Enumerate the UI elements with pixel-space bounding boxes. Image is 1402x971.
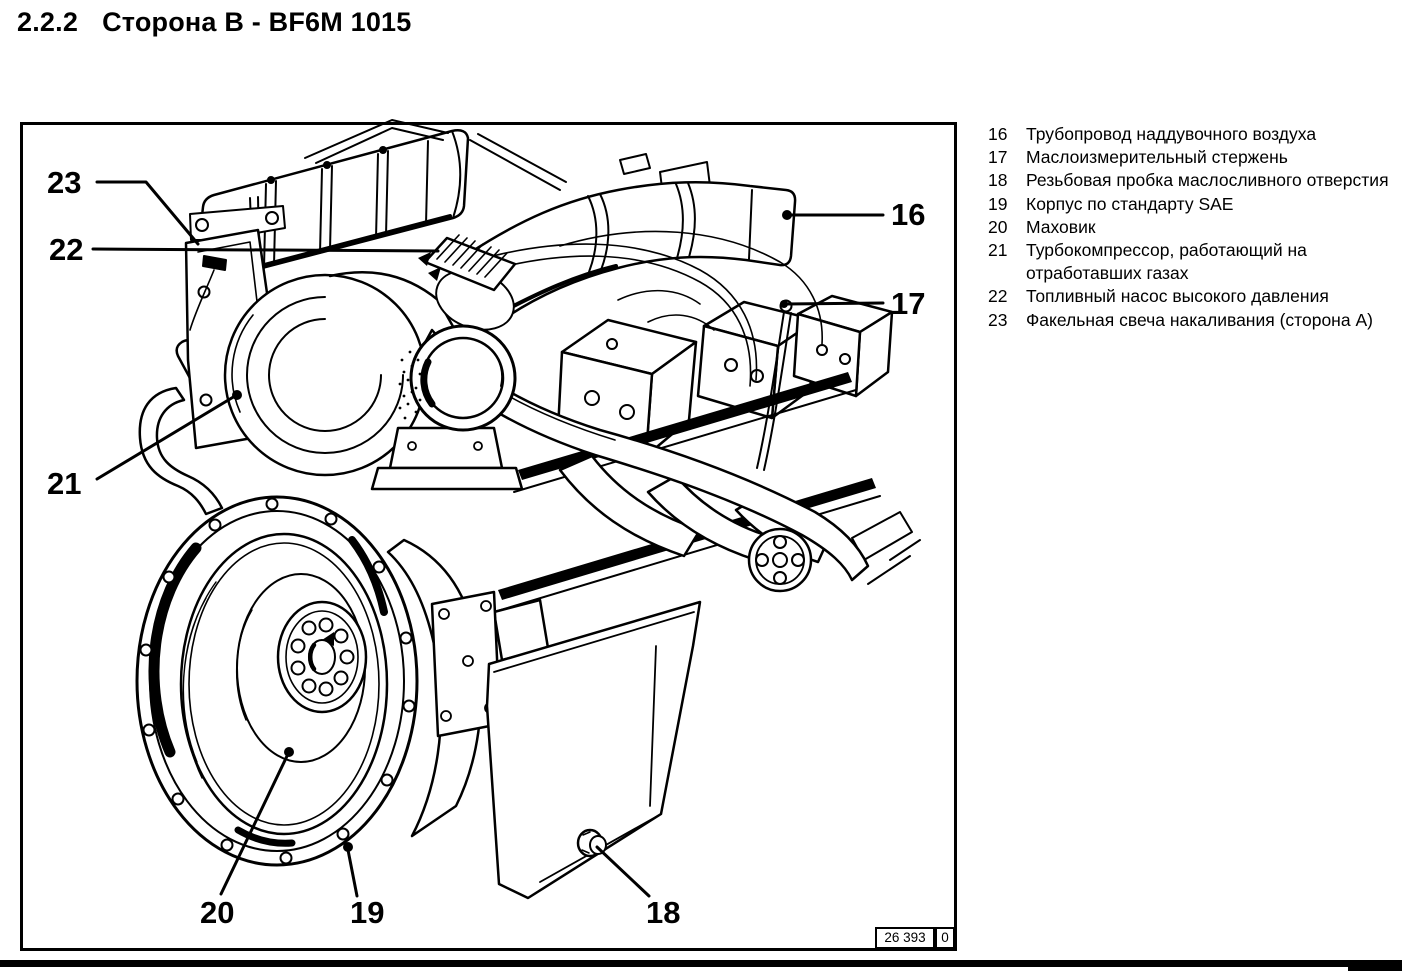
legend-item: 18 Резьбовая пробка маслосливного отверс… — [988, 169, 1392, 192]
legend-item-number: 17 — [988, 147, 1008, 168]
legend-item-number: 20 — [988, 216, 1008, 237]
page-title: 2.2.2 Сторона B - BF6M 1015 — [17, 7, 412, 38]
section-number: 2.2.2 — [17, 7, 79, 37]
legend-item-text: Маховик — [1026, 216, 1096, 237]
drawing-number-box: 26 393 — [875, 927, 935, 949]
page-edge-bar-corner — [1348, 960, 1402, 971]
callout-21: 21 — [47, 466, 82, 501]
callout-23: 23 — [47, 165, 82, 200]
legend-item: 20 Маховик — [988, 216, 1392, 239]
legend-item: 17 Маслоизмерительный стержень — [988, 146, 1392, 169]
callout-19: 19 — [350, 895, 385, 930]
parts-legend: 16 Трубопровод наддувочного воздуха 17 М… — [988, 123, 1392, 332]
callout-16: 16 — [891, 197, 926, 232]
legend-item-number: 23 — [988, 309, 1008, 330]
section-title: Сторона B - BF6M 1015 — [102, 7, 412, 37]
legend-item-text: Трубопровод наддувочного воздуха — [1026, 124, 1317, 144]
legend-item-number: 22 — [988, 286, 1008, 307]
legend-item: 19 Корпус по стандарту SAE — [988, 193, 1392, 216]
legend-item-number: 21 — [988, 240, 1008, 261]
legend-item-text: Топливный насос высокого давления — [1026, 286, 1329, 307]
legend-item: 21 Турбокомпрессор, работающий на отрабо… — [988, 239, 1392, 285]
callout-22: 22 — [49, 232, 84, 267]
legend-item-text: Корпус по стандарту SAE — [1026, 193, 1234, 214]
legend-item-text: Резьбовая пробка маслосливного отверстия — [1026, 170, 1389, 191]
figure-frame — [20, 122, 957, 951]
legend-item-number: 18 — [988, 170, 1008, 191]
legend-item-text: Турбокомпрессор, работающий на отработав… — [1026, 240, 1307, 284]
legend-item-number: 16 — [988, 124, 1008, 144]
legend-item: 22 Топливный насос высокого давления — [988, 285, 1392, 308]
legend-item: 23 Факельная свеча накаливания (сторона … — [988, 309, 1392, 332]
legend-item-text: Факельная свеча накаливания (сторона A) — [1026, 309, 1373, 330]
callout-18: 18 — [646, 895, 681, 930]
callout-20: 20 — [200, 895, 235, 930]
legend-item: 16 Трубопровод наддувочного воздуха — [988, 123, 1392, 146]
page-edge-bar — [0, 960, 1402, 967]
legend-item-text: Маслоизмерительный стержень — [1026, 147, 1288, 168]
legend-item-number: 19 — [988, 193, 1008, 214]
drawing-revision-box: 0 — [935, 927, 955, 949]
callout-17: 17 — [891, 286, 926, 321]
